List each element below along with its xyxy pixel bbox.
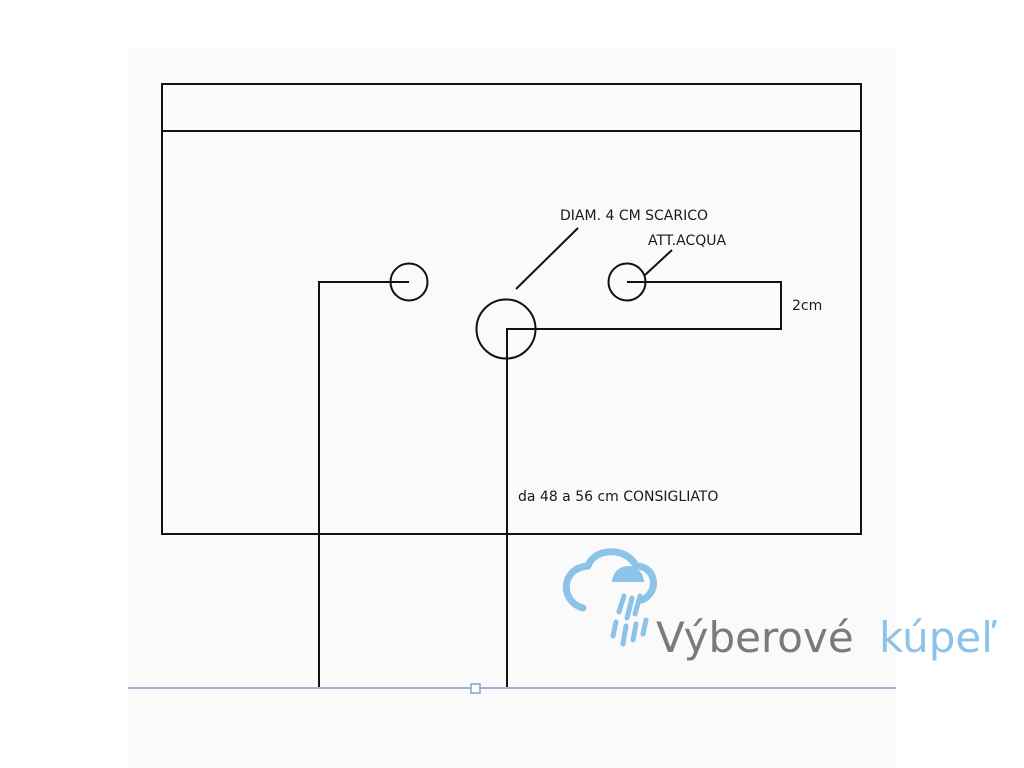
water-leader-line (644, 249, 673, 276)
offset-dimension-bracket (506, 281, 782, 330)
drain-diameter-label: DIAM. 4 CM SCARICO (560, 208, 708, 224)
shower-cloud-icon (562, 548, 657, 647)
watermark-brand-dark: Výberové (656, 613, 854, 662)
left-extension-line (318, 281, 409, 688)
water-connection-label: ATT.ACQUA (648, 233, 727, 249)
basin-outline (161, 83, 862, 535)
drain-leader-line (515, 227, 579, 290)
watermark-brand-text: Výberové kúpeľ (656, 613, 997, 662)
watermark-brand-light: kúpeľ (879, 613, 997, 662)
floor-marker (470, 683, 481, 694)
height-range-label: da 48 a 56 cm CONSIGLIATO (518, 489, 718, 505)
offset-label: 2cm (792, 298, 822, 314)
background-panel (128, 48, 896, 768)
watermark-logo: Výberové kúpeľ (562, 548, 997, 662)
